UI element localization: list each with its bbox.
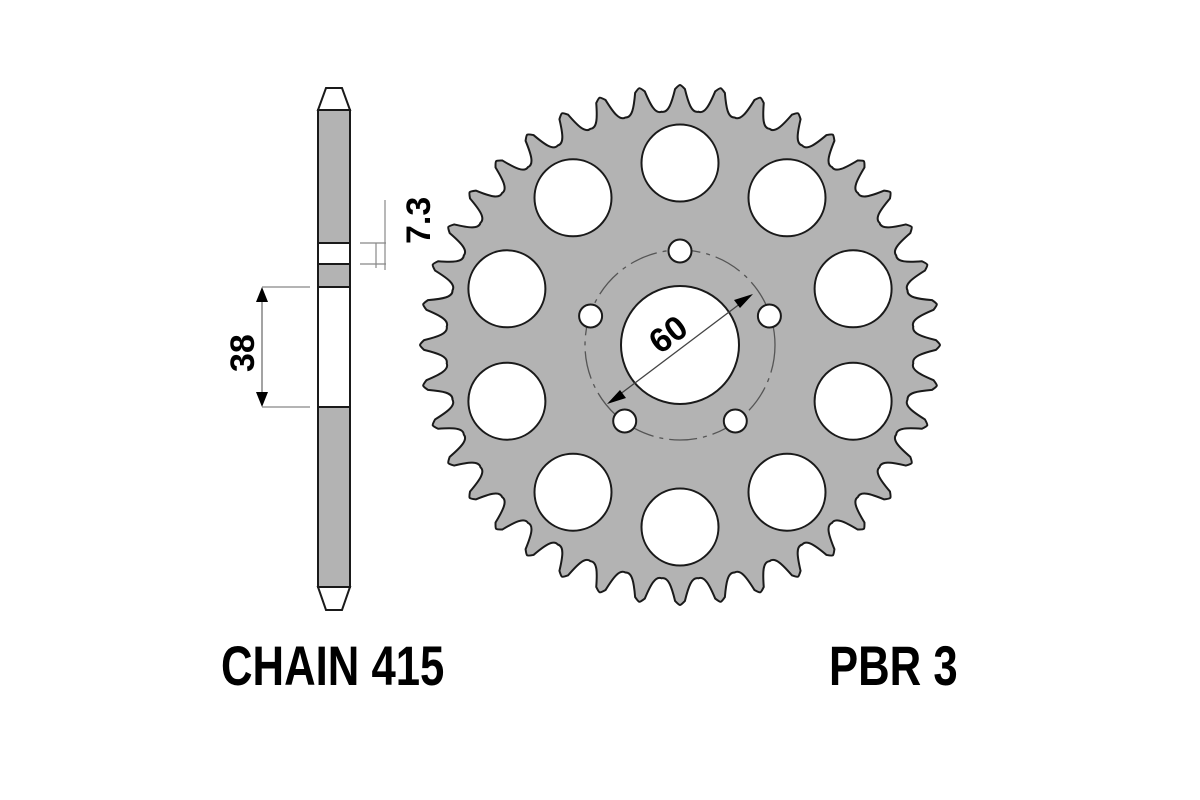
bolt-hole [756,303,782,329]
lightening-hole [467,249,547,329]
profile-lower-plate [317,406,351,588]
center-bore [620,285,740,405]
lightening-hole [640,123,720,203]
bolt-hole [667,238,693,264]
lightening-hole [813,361,893,441]
profile-top-tip [316,87,352,111]
lightening-hole [533,452,613,532]
lightening-hole [467,361,547,441]
profile-bottom-tip [316,586,352,611]
lightening-holes [467,123,893,567]
lightening-hole [533,158,613,238]
chain-size-label: CHAIN 415 [221,634,445,697]
dimension-hub-width: 38 [224,334,262,372]
profile-hub [317,286,351,408]
bolt-hole [612,408,638,434]
lightening-hole [747,452,827,532]
bolt-hole [578,303,604,329]
part-number-label: PBR 3 [829,634,958,697]
dimension-thickness: 7.3 [400,197,438,244]
lightening-hole [747,158,827,238]
bolt-hole [722,408,748,434]
lightening-hole [813,249,893,329]
lightening-hole [640,487,720,567]
bolt-holes [578,238,782,434]
side-profile: 7.3 38 [224,87,438,611]
profile-upper-plate [317,109,351,244]
profile-groove [317,242,351,265]
profile-mid-plate [317,263,351,288]
front-view: 60 [418,83,942,607]
